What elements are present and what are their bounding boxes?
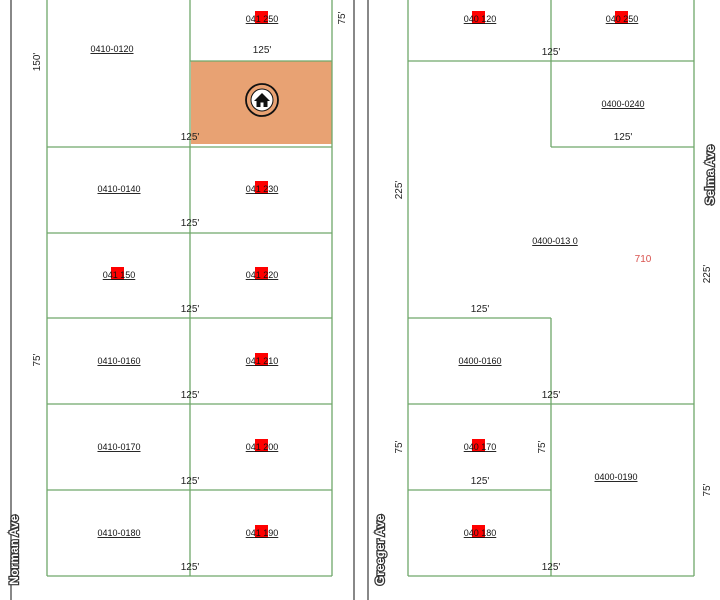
dimension-label: 75': [394, 440, 405, 453]
parcel-label-0410-0180[interactable]: 0410-0180: [97, 528, 140, 538]
street-label-selma: Selma Ave: [703, 145, 717, 205]
parcel-label-0150[interactable]: 041 150: [103, 270, 136, 280]
dimension-label: 125': [471, 476, 490, 487]
left-block-lot-lines: [46, 0, 333, 577]
parcel-label-0250[interactable]: 041 250: [246, 14, 279, 24]
parcel-label-0400-0130[interactable]: 0400-013 0: [532, 236, 578, 246]
dimension-label: 225': [394, 181, 405, 200]
dimension-label: 125': [542, 47, 561, 58]
dimension-label: 125': [181, 476, 200, 487]
marker-0250: [255, 11, 268, 24]
marker-0190: [255, 525, 268, 538]
dimension-label: 75': [537, 440, 548, 453]
parcel-label-0410-0170[interactable]: 0410-0170: [97, 442, 140, 452]
dimension-label: 125': [181, 132, 200, 143]
marker-0200: [255, 439, 268, 452]
parcel-label-r0250[interactable]: 040 250: [606, 14, 639, 24]
dimension-label: 125': [181, 390, 200, 401]
dimension-label: 125': [181, 562, 200, 573]
parcel-label-0210[interactable]: 041 210: [246, 356, 279, 366]
dimension-label: 75': [32, 353, 43, 366]
parcel-label-0400-0190[interactable]: 0400-0190: [594, 472, 637, 482]
parcel-label-0400-0240[interactable]: 0400-0240: [601, 99, 644, 109]
home-icon[interactable]: [245, 83, 279, 117]
dimension-label: 125': [542, 562, 561, 573]
dimension-label: 125': [542, 390, 561, 401]
parcel-label-0190[interactable]: 041 190: [246, 528, 279, 538]
parcel-label-r0170[interactable]: 040 170: [464, 442, 497, 452]
parcel-markers: [111, 11, 628, 538]
dimension-label: 75': [702, 483, 713, 496]
dimension-label: 125': [181, 218, 200, 229]
address-number: 710: [635, 254, 652, 265]
marker-r0250: [615, 11, 628, 24]
parcel-label-0410-0120[interactable]: 0410-0120: [90, 44, 133, 54]
marker-r0120: [472, 11, 485, 24]
marker-r0170: [472, 439, 485, 452]
parcel-label-0220[interactable]: 041 220: [246, 270, 279, 280]
marker-0230: [255, 181, 268, 194]
marker-0210: [255, 353, 268, 366]
dimension-label: 75': [337, 11, 348, 24]
marker-0220: [255, 267, 268, 280]
dimension-label: 125': [614, 132, 633, 143]
parcel-label-0200[interactable]: 041 200: [246, 442, 279, 452]
parcel-label-0410-0140[interactable]: 0410-0140: [97, 184, 140, 194]
dimension-label: 125': [471, 304, 490, 315]
right-block-lot-lines: [407, 0, 695, 577]
street-label-greeger: Greeger Ave: [373, 514, 387, 585]
marker-r0180: [472, 525, 485, 538]
parcel-label-r0180[interactable]: 040 180: [464, 528, 497, 538]
dimension-label: 125': [181, 304, 200, 315]
dimension-label: 225': [702, 265, 713, 284]
dimension-label: 125': [253, 45, 272, 56]
dimension-label: 150': [32, 53, 43, 72]
parcel-label-0410-0160[interactable]: 0410-0160: [97, 356, 140, 366]
parcel-label-0400-0160[interactable]: 0400-0160: [458, 356, 501, 366]
street-label-norman: Norman Ave: [7, 515, 21, 585]
parcel-label-0230[interactable]: 041 230: [246, 184, 279, 194]
parcel-label-r0120[interactable]: 040 120: [464, 14, 497, 24]
marker-0150: [111, 267, 124, 280]
